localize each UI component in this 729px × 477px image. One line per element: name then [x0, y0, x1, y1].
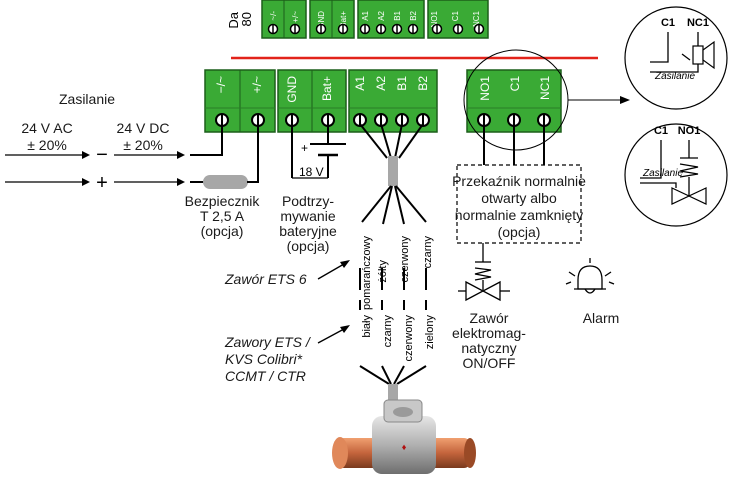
- terminal-block-relay: NO1 C1 NC1: [466, 69, 562, 133]
- top-terminal-label: GND: [317, 11, 326, 29]
- ets-other-label-line: CCMT / CTR: [225, 368, 306, 384]
- relay-box-line: (opcja): [498, 224, 541, 240]
- solenoid-label-line: Zawór: [470, 310, 509, 326]
- battery-voltage: 18 V: [299, 165, 324, 179]
- solenoid-valve-icon: [458, 243, 510, 302]
- power-plus-sign: +: [96, 172, 108, 194]
- alarm-bell-icon: [565, 258, 615, 294]
- terminal-label-b1: B1: [395, 76, 409, 91]
- top-device-label-1: Da: [226, 11, 241, 28]
- solenoid-label-line: ON/OFF: [463, 355, 516, 371]
- terminal-block-battery: GND Bat+: [277, 69, 347, 133]
- relay-box-line: normalnie zamknięty: [455, 207, 583, 223]
- alarm-label: Alarm: [583, 310, 620, 326]
- wire-label-orange: pomarańczowy: [361, 236, 373, 310]
- circle-no-c-label: C1: [654, 125, 668, 137]
- battery-label-line: Podtrzy-: [282, 193, 334, 209]
- fuse-label-line: Bezpiecznik: [185, 193, 261, 209]
- top-device: Da 80 ~/- +/~ GND Bat+ A1 A2 B1 B2: [226, 0, 489, 39]
- terminal-label-a2: A2: [374, 76, 388, 91]
- relay-box-line: otwarty albo: [481, 190, 557, 206]
- ets6-wire-labels: pomarańczowy żółty czerwony czarny: [359, 236, 434, 310]
- wire-label-green: zielony: [424, 315, 436, 350]
- arrow-to-details-icon: [620, 96, 630, 104]
- terminal-label-c1: C1: [508, 76, 522, 92]
- terminal-label-a1: A1: [353, 76, 367, 91]
- top-terminal-block-valve: A1 A2 B1 B2: [357, 0, 425, 39]
- wire-label-black: czarny: [422, 236, 434, 269]
- relay-box: [456, 164, 582, 244]
- circle-no-no-label: NO1: [678, 125, 701, 137]
- battery-label-line: mywanie: [280, 208, 335, 224]
- battery-label-line: bateryjne: [279, 223, 337, 239]
- ets-other-label-line: KVS Colibri*: [225, 351, 303, 367]
- terminal-block-power: −/~ +/~: [204, 69, 276, 133]
- wire-label-red2: czerwony: [403, 315, 415, 362]
- power-dc-label: 24 V DC: [117, 120, 170, 136]
- fuse-label-line: T 2,5 A: [200, 208, 245, 224]
- terminal-label-plus-ac: +/~: [250, 76, 264, 93]
- solenoid-label-line: natyczny: [461, 340, 516, 356]
- circle-nc-nc-label: NC1: [687, 17, 709, 29]
- top-terminal-label: +/~: [291, 11, 300, 23]
- wire-label-red: czerwony: [399, 236, 411, 283]
- power-ac-tolerance: ± 20%: [27, 137, 67, 153]
- ets6-label: Zawór ETS 6: [224, 271, 307, 287]
- battery-plus-sign: +: [301, 141, 308, 155]
- top-terminal-label: NO1: [430, 10, 439, 27]
- fuse-label: Bezpiecznik T 2,5 A (opcja): [185, 193, 261, 239]
- terminal-label-b2: B2: [416, 76, 430, 91]
- top-terminal-label: C1: [451, 10, 460, 21]
- power-title: Zasilanie: [59, 91, 115, 107]
- top-terminal-label: B1: [393, 10, 402, 20]
- top-terminal-label: ~/-: [269, 11, 278, 21]
- top-terminal-block-relay: NO1 C1 NC1: [427, 0, 489, 39]
- power-supply-section: Zasilanie 24 V AC ± 20% 24 V DC ± 20% − …: [5, 91, 185, 194]
- valve-lower-cable: [359, 365, 427, 404]
- top-terminal-label: A2: [377, 10, 386, 20]
- top-terminal-label: Bat+: [339, 11, 348, 28]
- top-terminal-label: B2: [409, 10, 418, 20]
- valve-cable: [359, 123, 427, 225]
- top-terminal-block-battery: GND Bat+: [309, 0, 355, 39]
- battery-label-line: (opcja): [287, 238, 330, 254]
- terminal-label-minus-ac: −/~: [214, 76, 228, 93]
- electronic-valve-image: ♦: [332, 399, 476, 474]
- solenoid-label: Zawór elektromag- natyczny ON/OFF: [452, 310, 526, 371]
- relay-section: Przekaźnik normalnie otwarty albo normal…: [452, 126, 586, 244]
- circle-nc-supply-label: Zasilanie: [654, 71, 695, 82]
- power-ac-label: 24 V AC: [21, 120, 72, 136]
- detail-circle-no: C1 NO1 Zasilanie: [624, 123, 728, 227]
- fuse-label-line: (opcja): [201, 223, 244, 239]
- wire-label-white: biały: [361, 315, 373, 338]
- svg-text:♦: ♦: [402, 442, 407, 452]
- battery-section: + 18 V Podtrzy- mywanie bateryjne (opcja…: [279, 126, 346, 254]
- top-terminal-block-power: ~/- +/~: [261, 0, 307, 39]
- terminal-label-no1: NO1: [478, 76, 492, 101]
- ets-other-label: Zawory ETS / KVS Colibri* CCMT / CTR: [224, 334, 312, 384]
- relay-box-line: Przekaźnik normalnie: [452, 173, 586, 189]
- terminal-label-bat-plus: Bat+: [320, 76, 334, 101]
- circle-no-supply-label: Zasilanie: [642, 168, 683, 179]
- ets-other-label-line: Zawory ETS /: [224, 334, 312, 350]
- wire-label-black2: czarny: [382, 315, 394, 348]
- top-terminal-label: NC1: [472, 10, 481, 27]
- terminal-block-valve: A1 A2 B1 B2: [348, 69, 438, 133]
- detail-circle-nc: C1 NC1 Zasilanie: [624, 6, 728, 110]
- terminal-label-gnd: GND: [285, 76, 299, 103]
- circle-nc-c-label: C1: [661, 17, 675, 29]
- ets-other-wire-labels: biały czarny czerwony zielony: [359, 300, 436, 362]
- top-terminal-label: A1: [361, 10, 370, 20]
- power-dc-tolerance: ± 20%: [123, 137, 163, 153]
- top-device-label-2: 80: [239, 12, 254, 26]
- terminal-label-nc1: NC1: [538, 76, 552, 100]
- solenoid-label-line: elektromag-: [452, 325, 526, 341]
- fuse-symbol: [203, 175, 248, 189]
- power-minus-sign: −: [96, 144, 108, 166]
